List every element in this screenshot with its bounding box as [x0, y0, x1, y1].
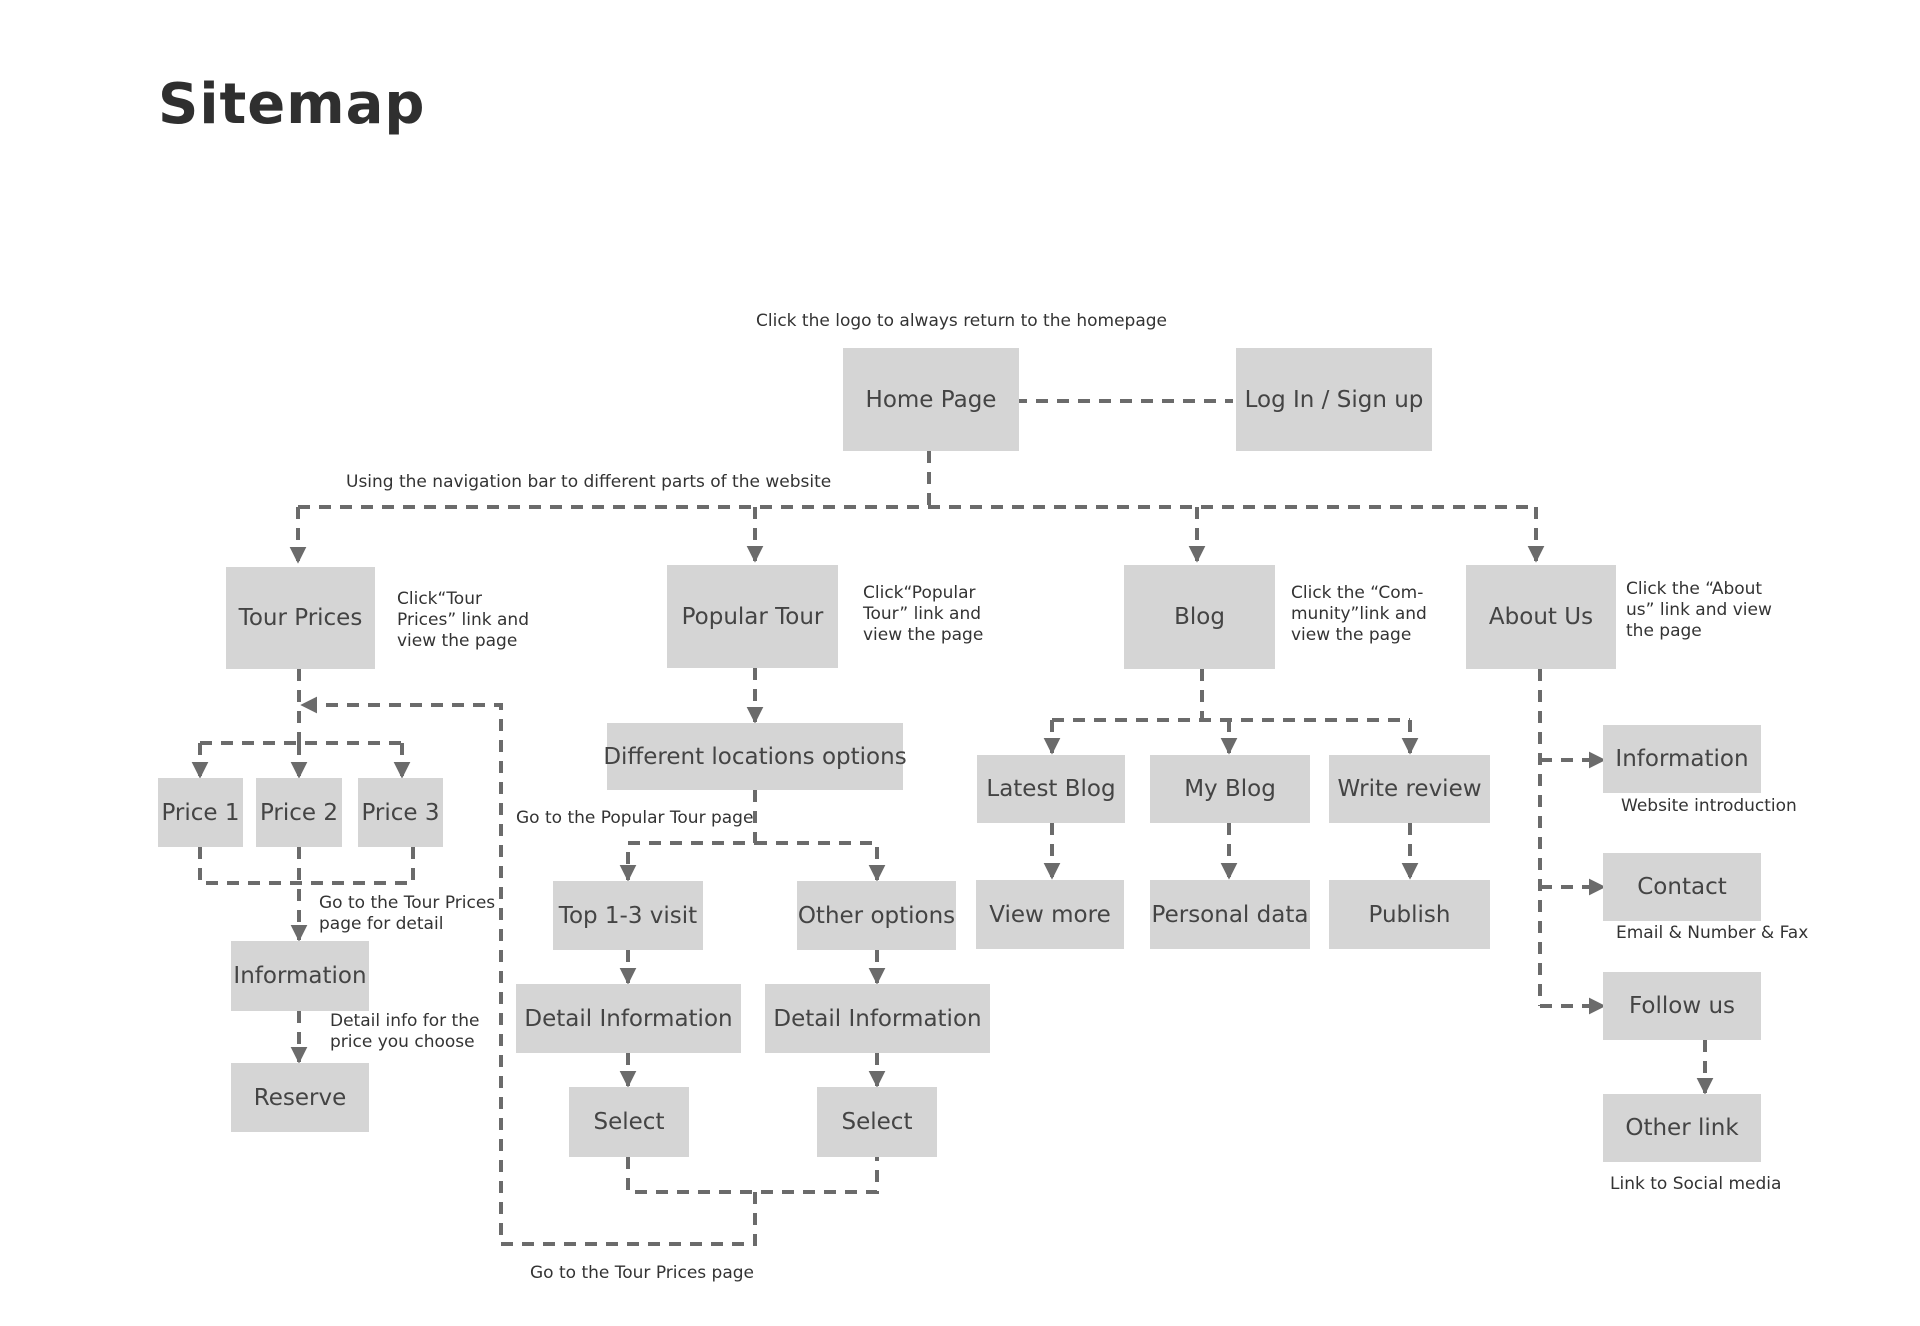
- node-home-page: Home Page: [843, 348, 1019, 451]
- node-reserve: Reserve: [231, 1063, 369, 1132]
- note-popular-tour: Click“Popular Tour” link and view the pa…: [863, 583, 983, 646]
- node-different-locations: Different locations options: [603, 723, 907, 790]
- node-my-blog: My Blog: [1150, 755, 1310, 823]
- connector-locations-split: [619, 790, 757, 882]
- node-about-information: Information: [1603, 725, 1761, 793]
- note-line: the page: [1626, 621, 1702, 641]
- connector-prices-join: [198, 847, 415, 885]
- note-navbar: Using the navigation bar to different pa…: [346, 472, 832, 492]
- node-price-3: Price 3: [358, 778, 443, 847]
- note-website-intro: Website introduction: [1621, 796, 1797, 816]
- note-go-popular: Go to the Popular Tour page: [516, 808, 754, 828]
- page-title: Sitemap: [158, 72, 426, 137]
- node-popular-tour: Popular Tour: [667, 565, 838, 668]
- node-personal-data: Personal data: [1150, 880, 1310, 949]
- node-select-right: Select: [817, 1087, 937, 1157]
- note-tour-prices: Click“Tour Prices” link and view the pag…: [397, 589, 529, 652]
- node-write-review: Write review: [1329, 755, 1490, 823]
- note-detail-info: Detail info for the price you choose: [330, 1011, 479, 1053]
- node-follow-us: Follow us: [1603, 972, 1761, 1040]
- note-contact: Email & Number & Fax: [1616, 923, 1809, 943]
- note-line: Prices” link and: [397, 610, 529, 630]
- note-logo: Click the logo to always return to the h…: [756, 311, 1167, 331]
- note-line: price you choose: [330, 1032, 475, 1052]
- node-login-signup: Log In / Sign up: [1236, 348, 1432, 451]
- node-select-left: Select: [569, 1087, 689, 1157]
- node-other-link: Other link: [1603, 1094, 1761, 1162]
- node-detail-info-right: Detail Information: [765, 984, 990, 1053]
- note-line: us” link and view: [1626, 600, 1772, 620]
- connector-locations-right: [755, 841, 886, 882]
- node-view-more: View more: [976, 880, 1124, 949]
- node-other-options: Other options: [797, 881, 956, 950]
- node-detail-info-left: Detail Information: [516, 984, 741, 1053]
- note-line: Detail info for the: [330, 1011, 480, 1031]
- connector-return-loop: [300, 696, 757, 1246]
- node-contact: Contact: [1603, 853, 1761, 921]
- node-about-us: About Us: [1466, 565, 1616, 669]
- note-line: Click“Tour: [397, 589, 482, 609]
- connector-selects-join: [626, 1157, 879, 1194]
- note-go-tour-prices: Go to the Tour Prices page: [530, 1263, 755, 1283]
- node-publish: Publish: [1329, 880, 1490, 949]
- note-social: Link to Social media: [1610, 1174, 1782, 1194]
- note-line: Click“Popular: [863, 583, 976, 603]
- node-blog: Blog: [1124, 565, 1275, 669]
- node-latest-blog: Latest Blog: [977, 755, 1125, 823]
- note-blog: Click the “Com- munity”link and view the…: [1291, 583, 1427, 646]
- note-line: view the page: [397, 631, 518, 651]
- note-line: view the page: [1291, 625, 1412, 645]
- note-go-tour-detail: Go to the Tour Prices page for detail: [319, 893, 495, 935]
- node-price-1: Price 1: [158, 778, 243, 847]
- note-line: Click the “Com-: [1291, 583, 1424, 603]
- node-tour-prices: Tour Prices: [226, 567, 375, 669]
- note-line: Click the “About: [1626, 579, 1763, 599]
- node-price-2: Price 2: [256, 778, 342, 847]
- note-line: Tour” link and: [863, 604, 982, 624]
- note-line: Go to the Tour Prices: [319, 893, 496, 913]
- note-line: page for detail: [319, 914, 444, 934]
- note-about-us: Click the “About us” link and view the p…: [1626, 579, 1772, 642]
- note-line: view the page: [863, 625, 984, 645]
- node-tp-information: Information: [231, 941, 369, 1011]
- note-line: munity”link and: [1291, 604, 1427, 624]
- node-top-visit: Top 1-3 visit: [553, 881, 703, 950]
